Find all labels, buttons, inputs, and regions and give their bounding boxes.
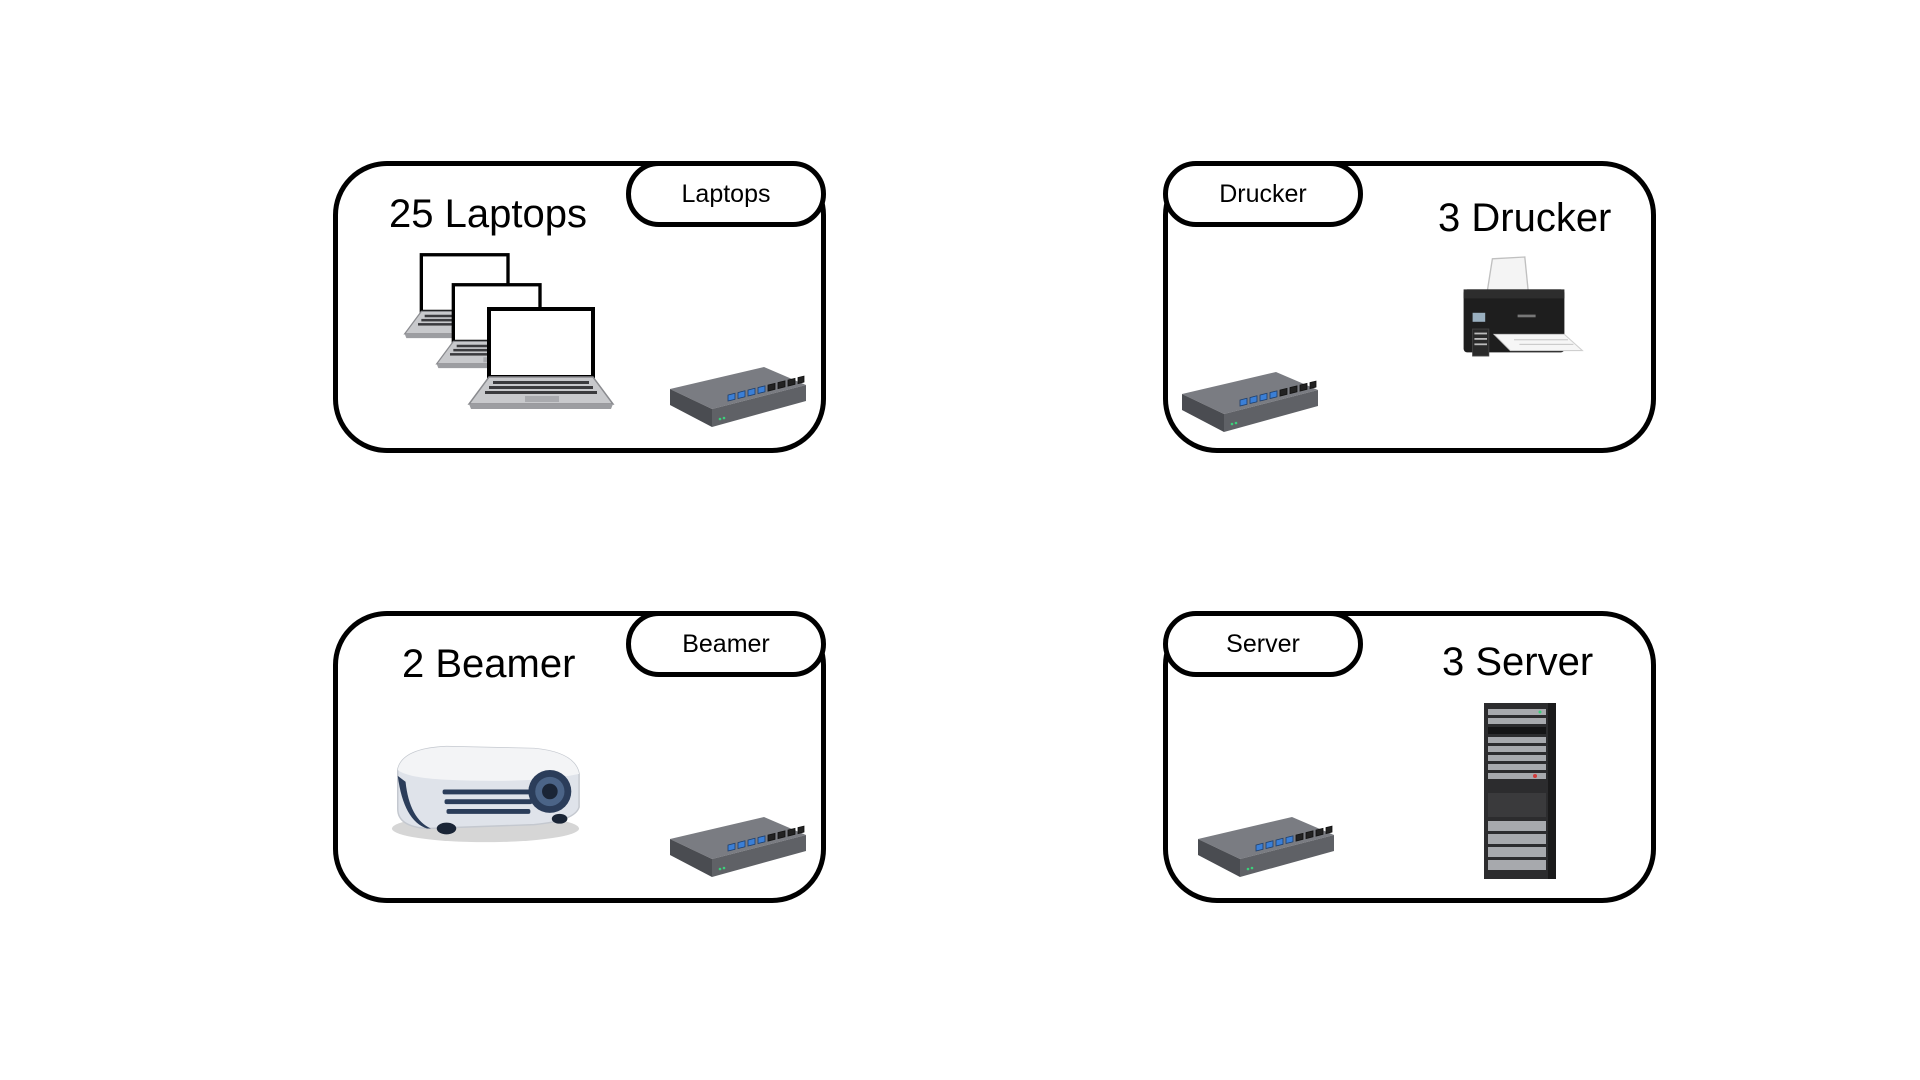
projectors-tab: Beamer [626,611,826,677]
network-switch-icon [668,811,808,881]
servers-tab: Server [1163,611,1363,677]
server-rack-icon [1480,701,1560,881]
laptops-card: Laptops 25 Laptops [333,161,826,453]
projectors-tab-label: Beamer [682,629,770,658]
network-switch-icon [1196,811,1336,881]
projectors-title: 2 Beamer [402,642,576,686]
servers-tab-label: Server [1226,629,1300,658]
laptops-icon [403,246,633,421]
projectors-card: Beamer 2 Beamer [333,611,826,903]
laptops-tab: Laptops [626,161,826,227]
laptops-title: 25 Laptops [389,192,587,236]
projector-icon [388,731,583,848]
network-switch-icon [668,361,808,431]
printers-title: 3 Drucker [1438,196,1612,240]
printer-icon [1451,256,1586,366]
servers-card: Server 3 Server [1163,611,1656,903]
printers-card: Drucker 3 Drucker [1163,161,1656,453]
network-switch-icon [1180,366,1320,436]
printers-tab: Drucker [1163,161,1363,227]
laptops-tab-label: Laptops [681,179,771,208]
printers-tab-label: Drucker [1219,179,1307,208]
servers-title: 3 Server [1442,640,1594,684]
